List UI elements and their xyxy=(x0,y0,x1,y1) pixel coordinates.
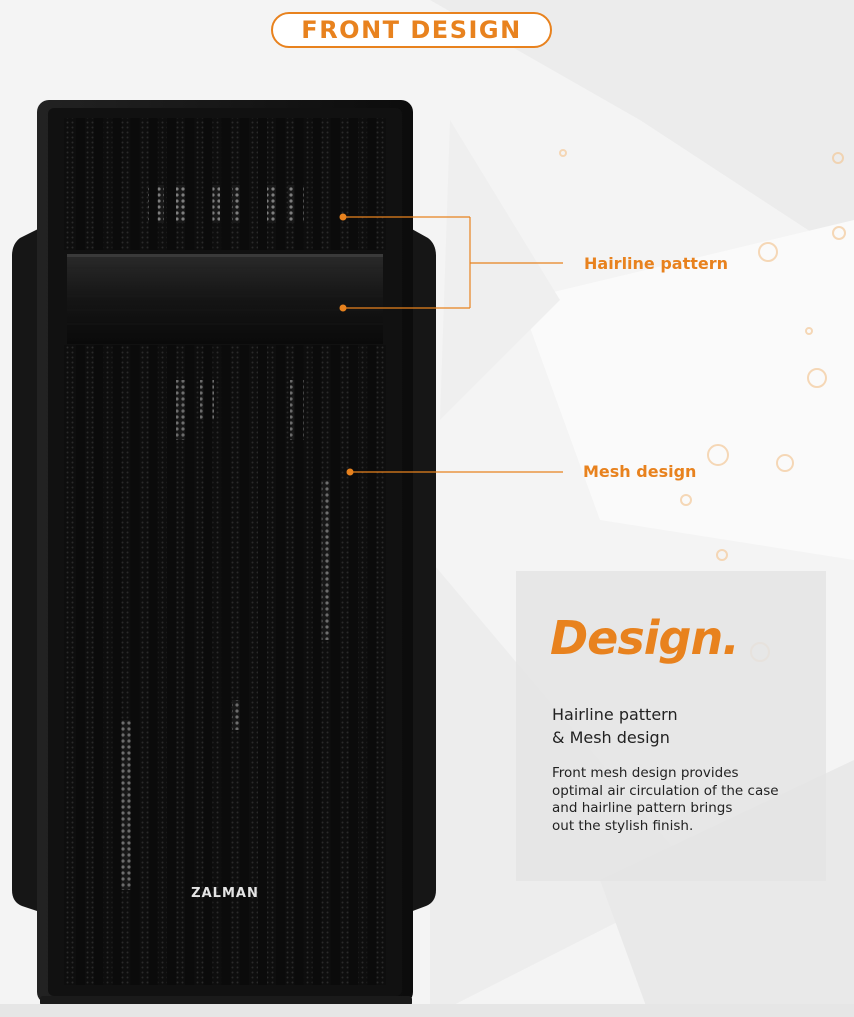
front-bar xyxy=(112,118,122,250)
front-bar xyxy=(94,118,104,250)
front-bar xyxy=(239,118,249,250)
front-bar xyxy=(76,345,85,985)
panel-subtitle-line: & Mesh design xyxy=(552,728,670,747)
front-bar xyxy=(330,118,340,250)
front-bar xyxy=(367,118,377,250)
front-bar xyxy=(203,345,213,985)
front-bar xyxy=(294,345,304,985)
front-bar xyxy=(258,118,267,250)
front-bar xyxy=(349,345,358,985)
front-bar xyxy=(276,118,286,250)
brand-logo-text: ZALMAN xyxy=(191,886,259,901)
design-info-panel: Design. Hairline pattern & Mesh design F… xyxy=(516,571,826,881)
panel-subtitle: Hairline pattern & Mesh design xyxy=(552,703,678,749)
callout-mesh-label: Mesh design xyxy=(583,462,697,481)
front-bar xyxy=(167,345,176,985)
front-bar xyxy=(221,118,231,250)
panel-description: Front mesh design provides optimal air c… xyxy=(552,765,817,835)
front-bar xyxy=(167,118,176,250)
panel-description-line: optimal air circulation of the case xyxy=(552,782,779,799)
front-bar xyxy=(185,118,195,250)
front-bar xyxy=(349,118,358,250)
section-title-badge: FRONT DESIGN xyxy=(271,12,552,48)
front-bar xyxy=(148,345,158,985)
front-bar xyxy=(76,118,85,250)
front-bar xyxy=(94,345,104,985)
front-bar xyxy=(312,118,322,250)
front-bar xyxy=(130,345,140,985)
front-bar xyxy=(130,118,140,250)
front-bar xyxy=(258,345,267,985)
front-bar xyxy=(367,345,377,985)
front-bar xyxy=(185,345,195,985)
front-bar xyxy=(148,118,158,250)
front-bar xyxy=(276,345,286,985)
front-bar xyxy=(112,345,122,985)
panel-subtitle-line: Hairline pattern xyxy=(552,705,678,724)
front-bar xyxy=(330,345,340,985)
front-bar xyxy=(312,345,322,985)
front-bar xyxy=(221,345,231,985)
callout-hairline-label: Hairline pattern xyxy=(584,254,729,273)
panel-description-line: Front mesh design provides xyxy=(552,765,739,781)
panel-description-line: out the stylish finish. xyxy=(552,817,694,834)
front-bar xyxy=(203,118,213,250)
panel-description-line: and hairline pattern brings xyxy=(552,800,733,816)
front-bar xyxy=(239,345,249,985)
section-title: FRONT DESIGN xyxy=(301,16,522,44)
brand-logo: ZALMAN xyxy=(190,886,260,901)
front-bar xyxy=(294,118,304,250)
panel-title: Design. xyxy=(550,611,740,665)
